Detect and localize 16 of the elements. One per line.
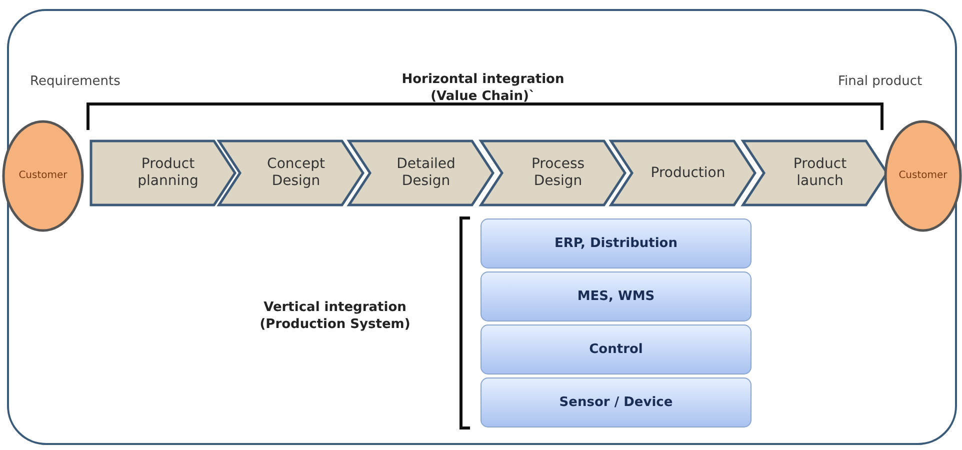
node-label: Control (589, 342, 643, 358)
node-label: Detailed Design (396, 156, 456, 190)
node-label: MES, WMS (577, 288, 655, 304)
node-label: Process Design (530, 156, 586, 190)
side-label: Requirements (30, 74, 120, 89)
section-label: Vertical integration (Production System) (258, 300, 412, 334)
node-label: Production (650, 164, 726, 182)
node-label: Sensor / Device (559, 394, 673, 410)
section-label: Horizontal integration (Value Chain)` (400, 72, 566, 106)
node-label: Product planning (136, 156, 200, 190)
node-label: Product launch (792, 156, 848, 190)
side-label: Final product (838, 74, 922, 89)
node-label: Concept Design (266, 156, 326, 190)
node-label: Customer (898, 170, 948, 182)
node-label: ERP, Distribution (554, 236, 678, 252)
node-label: Customer (18, 170, 68, 182)
